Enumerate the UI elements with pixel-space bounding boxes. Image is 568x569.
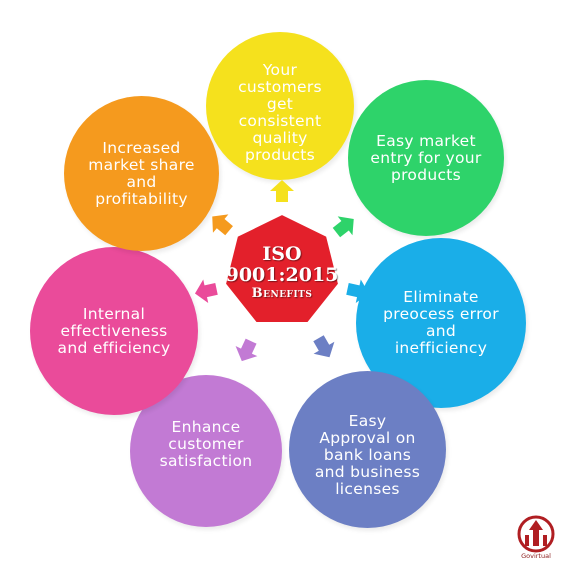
company-logo: Govirtual xyxy=(510,513,562,565)
benefit-circle-market-share: Increased market share and profitability xyxy=(64,96,219,251)
outward-arrow-icon xyxy=(235,338,258,362)
outward-arrow-icon xyxy=(212,214,233,236)
benefit-label: Your customers get consistent quality pr… xyxy=(238,61,322,164)
heptagon-hub xyxy=(223,212,341,324)
hub-title-line1: ISO xyxy=(262,243,302,265)
benefit-circle-internal-effectiveness: Internal effectiveness and efficiency xyxy=(30,247,198,415)
outward-arrow-icon xyxy=(270,180,294,202)
logo-wordmark: Govirtual xyxy=(521,552,551,560)
benefit-label: Easy market entry for your products xyxy=(370,131,482,184)
outward-arrow-icon xyxy=(332,216,354,238)
outward-arrow-icon xyxy=(313,335,335,358)
arrow-group xyxy=(194,180,370,362)
benefit-label: Internal effectiveness and efficiency xyxy=(57,304,171,357)
benefit-circle-bank-loans: Easy Approval on bank loans and business… xyxy=(289,371,446,528)
benefit-circle-market-entry: Easy market entry for your products xyxy=(348,80,504,236)
benefit-label: Increased market share and profitability xyxy=(88,138,195,208)
logo-icon xyxy=(517,515,555,553)
hub-title: ISO 9001:2015 Benefits xyxy=(224,244,340,302)
benefit-circle-consistent-quality: Your customers get consistent quality pr… xyxy=(206,32,354,180)
benefit-label: Easy Approval on bank loans and business… xyxy=(314,412,421,498)
hub-title-line3: Benefits xyxy=(251,286,313,301)
benefit-label: Enhance customer satisfaction xyxy=(159,418,253,470)
hub-title-line2: 9001:2015 xyxy=(225,264,339,286)
outward-arrow-icon xyxy=(194,279,218,303)
outward-arrow-icon xyxy=(346,279,370,303)
benefit-label: Eliminate preocess error and inefficienc… xyxy=(383,288,499,357)
